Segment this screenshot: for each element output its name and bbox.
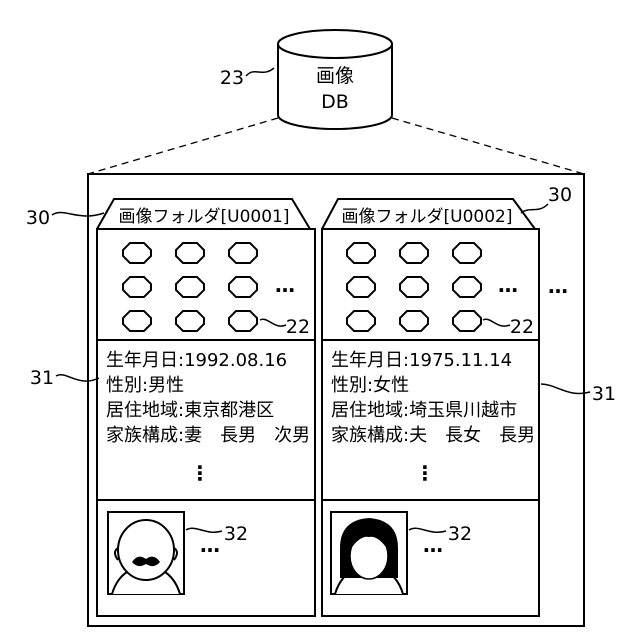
database-ref-number: 23 [220,67,244,89]
database-label-line1: 画像 [316,65,354,87]
database-cylinder-top [278,30,392,58]
folder-2-info-more: ⋮ [415,461,435,485]
folder-2-info-residence: 居住地域:埼玉県川越市 [331,400,517,421]
folder-2-info-family: 家族構成:夫 長女 長男 [331,425,535,446]
folder-1-info-gender: 性別:男性 [106,375,184,396]
folder-1-info-more: ⋮ [190,461,210,485]
thumbnail-image [453,277,481,297]
folder-1-face-dots: … [200,533,220,557]
folder-1-thumbnail-ref: 22 [286,316,310,338]
thumbnail-image [176,311,204,331]
folder-1-info-residence: 居住地域:東京都港区 [106,400,274,421]
image-folder-1: 画像フォルダ[U0001] … 生年月日:1992.08.16 性別:男性 居住… [97,199,315,616]
folder-2-ref-number: 30 [548,184,572,206]
folder-2-face-ref: 32 [448,523,472,545]
projection-line-left [88,118,278,174]
folder-2-info-gender: 性別:女性 [331,375,409,396]
thumbnail-image [176,277,204,297]
thumbnail-image [400,243,428,263]
image-folder-2: 画像フォルダ[U0002] … 生年月日:1975.11.14 性別:女性 居住… [322,199,539,616]
folder-1-info-birthdate: 生年月日:1992.08.16 [106,350,287,371]
projection-line-right [392,118,584,174]
folder-2-thumbnail-dots: … [498,273,518,297]
thumbnail-image [347,277,375,297]
image-database: 画像 DB [278,30,392,129]
bald-head [118,520,174,580]
folder-1-ref-number: 30 [26,207,50,229]
thumbnail-image [123,243,151,263]
folder-2-thumbnail-grid [347,243,481,331]
thumbnail-image [229,243,257,263]
folder-2-info-birthdate: 生年月日:1975.11.14 [331,350,512,371]
folder-1-thumbnail-dots: … [275,273,295,297]
thumbnail-image [453,311,481,331]
database-label-line2: DB [321,91,349,113]
database-leader-line [246,68,274,76]
thumbnail-image [453,243,481,263]
thumbnail-image [123,277,151,297]
thumbnail-image [400,311,428,331]
thumbnail-image [176,243,204,263]
folder-1-tab-label: 画像フォルダ[U0001] [119,207,290,227]
folder-2-face-image [331,512,407,594]
thumbnail-image [347,243,375,263]
folder-2-tab-label: 画像フォルダ[U0002] [342,207,513,227]
folder-2-face-dots: … [423,533,443,557]
thumbnail-image [229,311,257,331]
thumbnail-image [347,311,375,331]
folder-1-face-ref: 32 [224,523,248,545]
thumbnail-image [229,277,257,297]
more-folders-dots: … [548,274,568,298]
thumbnail-image [123,311,151,331]
folder-1-thumbnail-grid [123,243,257,331]
thumbnail-image [400,277,428,297]
folder-1-info-family: 家族構成:妻 長男 次男 [106,425,310,446]
folder-2-info-ref: 31 [592,383,616,405]
folder-2-thumbnail-ref: 22 [510,316,534,338]
folder-1-info-ref: 31 [30,367,54,389]
folder-1-face-image [108,512,184,594]
